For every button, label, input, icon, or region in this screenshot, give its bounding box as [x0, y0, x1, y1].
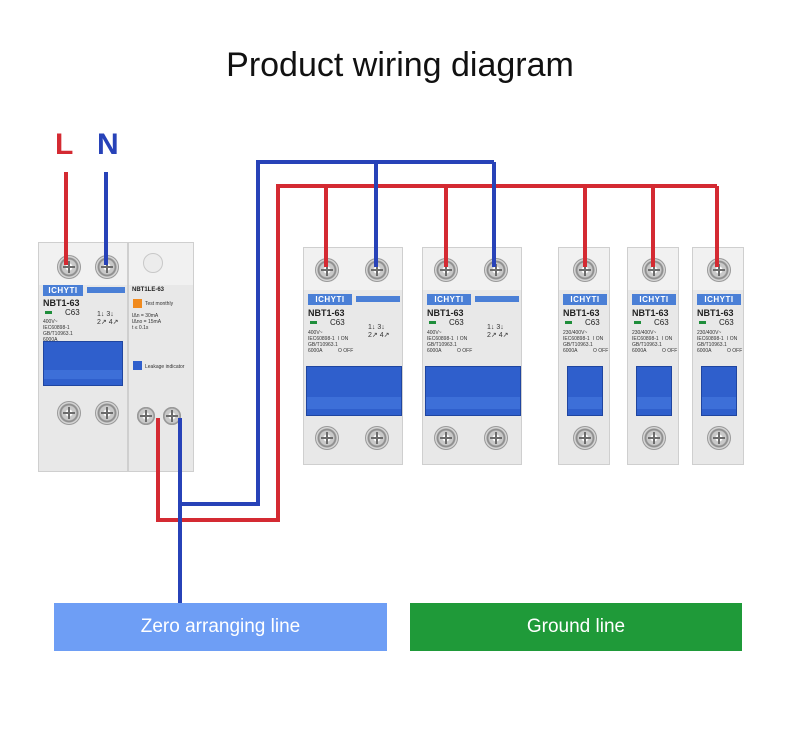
terminal-screw-bottom: [707, 426, 731, 450]
ground-line-label: Ground line: [526, 616, 626, 637]
breaker-model: NBT1-63: [697, 308, 734, 318]
breaker-indicator: [310, 321, 317, 324]
breaker-curve: C63: [654, 318, 669, 327]
rcbo-terminal-screw-l-bottom: [57, 401, 81, 425]
breaker-toggle-handle[interactable]: [425, 366, 521, 416]
breaker-spec: 400V~ IEC60898-1 GB/T10963.1 6000A: [308, 330, 338, 354]
rcbo-toggle-handle[interactable]: [43, 341, 123, 386]
terminal-screw-top: [642, 258, 666, 282]
terminal-screw-top-n: [484, 258, 508, 282]
live-wire-label: L: [55, 128, 74, 161]
breaker-contact-symbol: 1↓ 3↓2↗ 4↗: [487, 324, 509, 339]
breaker-2p-1: ICHYTI NBT1-63 C63 400V~ IEC60898-1 GB/T…: [303, 247, 403, 465]
breaker-blue-strip: [356, 296, 400, 302]
terminal-screw-top-l: [434, 258, 458, 282]
breaker-off-label: O OFF: [662, 348, 678, 354]
breaker-spec: 230/400V~ IEC60898-1 GB/T10963.1 6000A: [563, 330, 593, 354]
rcbo-model: NBT1-63: [43, 298, 80, 308]
terminal-screw-bottom: [642, 426, 666, 450]
breaker-model: NBT1-63: [308, 308, 345, 318]
module-screw-blue: [163, 407, 181, 425]
terminal-screw-bottom: [573, 426, 597, 450]
breaker-1p-2: ICHYTI NBT1-63 C63 230/400V~ IEC60898-1 …: [627, 247, 679, 465]
breaker-toggle-handle[interactable]: [636, 366, 672, 416]
breaker-indicator: [699, 321, 706, 324]
module-round-cap: [143, 253, 163, 273]
breaker-2p-2: ICHYTI NBT1-63 C63 400V~ IEC60898-1 GB/T…: [422, 247, 522, 465]
breaker-model: NBT1-63: [563, 308, 600, 318]
rcbo-brand-label: ICHYTI: [43, 285, 83, 296]
rcbo-blue-strip: [87, 287, 125, 293]
test-label: Test monthly: [145, 301, 174, 307]
breaker-on-label: I ON: [593, 336, 604, 342]
breaker-on-label: I ON: [662, 336, 673, 342]
breaker-1p-3: ICHYTI NBT1-63 C63 230/400V~ IEC60898-1 …: [692, 247, 744, 465]
breaker-spec: 400V~ IEC60898-1 GB/T10963.1 6000A: [427, 330, 457, 354]
rcbo-curve: C63: [65, 308, 80, 317]
breaker-blue-strip: [475, 296, 519, 302]
breaker-spec: 230/400V~ IEC60898-1 GB/T10963.1 6000A: [697, 330, 727, 354]
terminal-screw-top-n: [365, 258, 389, 282]
terminal-screw-bottom-n: [484, 426, 508, 450]
breaker-curve: C63: [330, 318, 345, 327]
terminal-screw-top: [707, 258, 731, 282]
diagram-title: Product wiring diagram: [226, 46, 574, 84]
breaker-model: NBT1-63: [427, 308, 464, 318]
leakage-label: Leakage indicator: [145, 364, 185, 370]
module-model: NBT1LE-63: [132, 287, 165, 293]
breaker-toggle-handle[interactable]: [701, 366, 737, 416]
rcbo-terminal-screw-n-bottom: [95, 401, 119, 425]
breaker-brand: ICHYTI: [308, 294, 352, 305]
breaker-off-label: O OFF: [457, 348, 473, 354]
module-spec: IΔn = 30mA IΔno = 15mA t ≤ 0.1s: [132, 313, 162, 331]
breaker-model: NBT1-63: [632, 308, 669, 318]
zero-arranging-line-label: Zero arranging line: [140, 616, 301, 637]
breaker-on-label: I ON: [457, 336, 468, 342]
breaker-curve: C63: [719, 318, 734, 327]
breaker-toggle-handle[interactable]: [306, 366, 402, 416]
breaker-1p-1: ICHYTI NBT1-63 C63 230/400V~ IEC60898-1 …: [558, 247, 610, 465]
rcbo-leakage-module: NBT1LE-63 Test monthly IΔn = 30mA IΔno =…: [128, 242, 194, 472]
breaker-contact-symbol: 1↓ 3↓2↗ 4↗: [368, 324, 390, 339]
breaker-off-label: O OFF: [593, 348, 609, 354]
ground-line-box: Ground line: [410, 603, 742, 651]
breaker-indicator: [429, 321, 436, 324]
rcbo-terminal-screw-n-top: [95, 255, 119, 279]
breaker-curve: C63: [585, 318, 600, 327]
breaker-curve: C63: [449, 318, 464, 327]
terminal-screw-bottom-l: [315, 426, 339, 450]
breaker-off-label: O OFF: [727, 348, 743, 354]
breaker-off-label: O OFF: [338, 348, 354, 354]
rcbo-terminal-screw-l-top: [57, 255, 81, 279]
breaker-spec: 230/400V~ IEC60898-1 GB/T10963.1 6000A: [632, 330, 662, 354]
terminal-screw-bottom-l: [434, 426, 458, 450]
terminal-screw-bottom-n: [365, 426, 389, 450]
breaker-on-label: I ON: [727, 336, 738, 342]
breaker-brand: ICHYTI: [632, 294, 676, 305]
test-button[interactable]: [133, 299, 142, 308]
leakage-indicator: [133, 361, 142, 370]
breaker-indicator: [634, 321, 641, 324]
module-screw-red: [137, 407, 155, 425]
breaker-indicator: [565, 321, 572, 324]
rcbo-contact-symbol: 1↓ 3↓2↗ 4↗: [97, 311, 119, 326]
terminal-screw-top: [573, 258, 597, 282]
terminal-screw-top-l: [315, 258, 339, 282]
rcbo-indicator: [45, 311, 52, 314]
rcbo-main-breaker: ICHYTI NBT1-63 C63 400V~ IEC60898-1 GB/T…: [38, 242, 128, 472]
breaker-on-label: I ON: [338, 336, 349, 342]
breaker-brand: ICHYTI: [697, 294, 741, 305]
rcbo-spec: 400V~ IEC60898-1 GB/T10963.1 6000A: [43, 319, 73, 343]
breaker-brand: ICHYTI: [563, 294, 607, 305]
neutral-wire-label: N: [97, 128, 119, 161]
zero-arranging-line-box: Zero arranging line: [54, 603, 387, 651]
breaker-toggle-handle[interactable]: [567, 366, 603, 416]
breaker-brand: ICHYTI: [427, 294, 471, 305]
